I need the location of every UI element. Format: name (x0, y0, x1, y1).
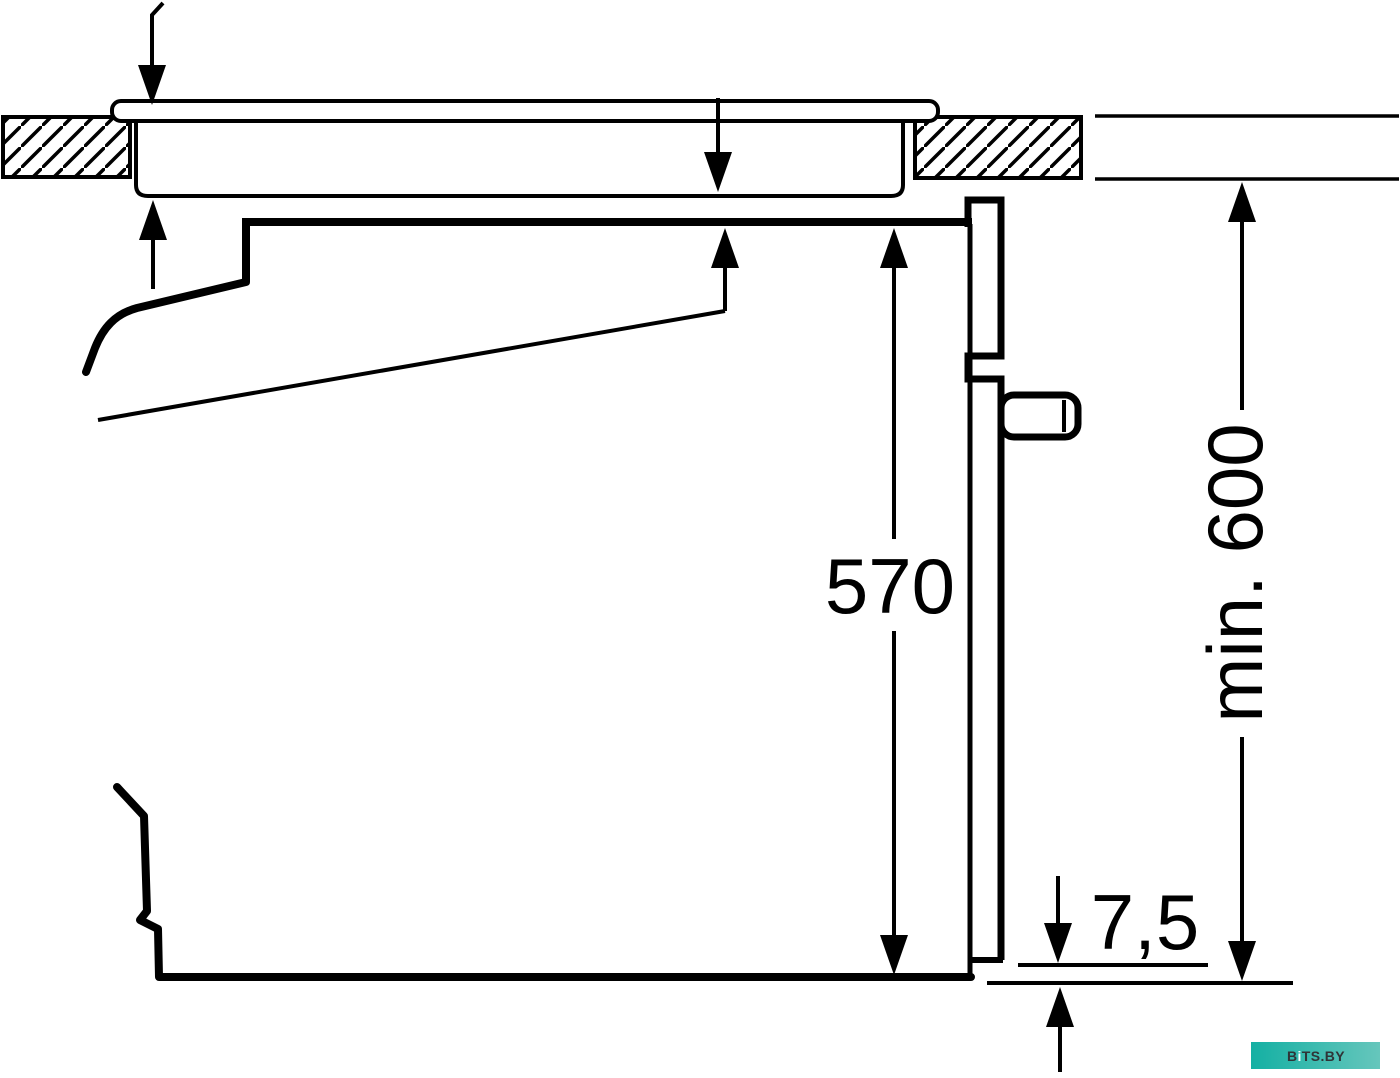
worktop-section (1, 114, 1399, 181)
dim-570-bottom-arrowhead (880, 935, 908, 975)
watermark: BiTS.BY (1251, 1042, 1380, 1069)
dimension-min-600: min. 600 (1191, 182, 1279, 981)
watermark-label: BiTS.BY (1287, 1048, 1345, 1064)
watermark-part-i: i (1297, 1048, 1301, 1064)
watermark-part-b: B (1287, 1048, 1298, 1064)
dimension-7-5: 7,5 (987, 876, 1293, 1072)
hob-body (134, 116, 905, 198)
oven-front-panel (964, 196, 1082, 963)
hob-section (110, 99, 940, 198)
control-knob (997, 391, 1082, 441)
dim-75-up-arrowhead (1046, 987, 1074, 1027)
dim-600-bottom-arrowhead (1228, 941, 1256, 981)
oven-top-up-arrowhead (711, 228, 739, 268)
dim-600-top-arrowhead (1228, 182, 1256, 222)
hob-glass-panel (110, 99, 940, 123)
dim-75-label: 7,5 (1091, 878, 1199, 966)
hob-top-arrow-leader (150, 1, 165, 68)
oven-bottom-edge-and-foot (113, 783, 975, 981)
dim-570-label: 570 (825, 542, 955, 630)
hob-underside-up-arrowhead (139, 200, 167, 240)
hob-depth-down-arrowhead (704, 152, 732, 192)
dim-570-top-arrowhead (880, 228, 908, 268)
watermark-bar (1251, 1042, 1380, 1069)
oven-break-leader-line (97, 309, 726, 422)
hob-clearance-arrows (138, 1, 739, 311)
worktop-hatched-left (1, 115, 132, 179)
front-panel-profile (964, 196, 1005, 960)
oven-carcass (82, 218, 975, 981)
dim-75-down-arrowhead (1044, 923, 1072, 963)
hob-top-down-arrowhead (138, 65, 166, 105)
dim-600-label: min. 600 (1191, 423, 1279, 722)
oven-top-left-break-edge (82, 218, 250, 376)
dimension-570: 570 (825, 228, 955, 975)
worktop-hatched-right (913, 115, 1083, 180)
watermark-part-rest: TS.BY (1302, 1048, 1345, 1064)
